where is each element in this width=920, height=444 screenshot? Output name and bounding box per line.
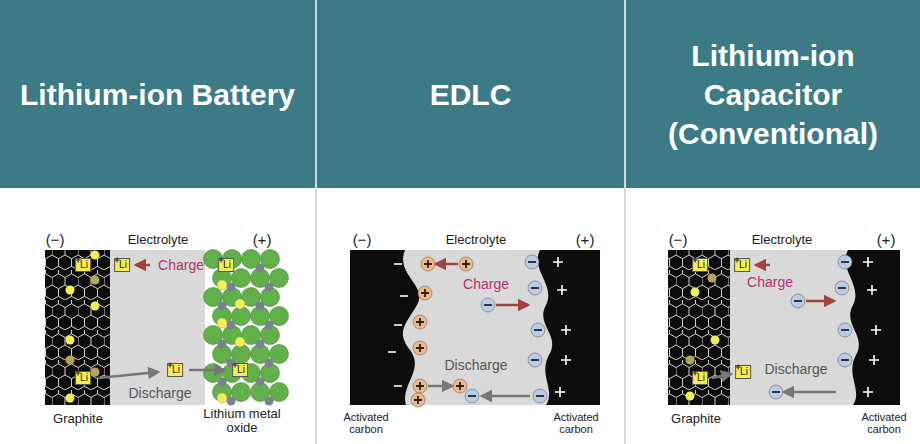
charge-arrow (806, 300, 834, 303)
electrode-label: Activated carbon (853, 411, 915, 435)
charge-label: Charge (747, 275, 793, 290)
edlc-cell (350, 250, 600, 405)
header-text: EDLC (420, 75, 522, 114)
discharge-arrow (98, 372, 158, 378)
lithium-ion: Li (75, 371, 91, 385)
terminal-sign: (+) (877, 232, 896, 249)
terminal-sign: (−) (669, 232, 688, 249)
ion-label: Li (172, 364, 180, 376)
lithium-ion: Li (232, 363, 248, 377)
ion-label: Li (80, 259, 88, 271)
terminal-sign: (+) (576, 232, 595, 249)
lithium-ion: Li (114, 258, 130, 272)
ion-label: Li (697, 372, 705, 384)
discharge-arrow (189, 369, 224, 372)
charge-arrow (436, 263, 458, 266)
terminal-sign: (−) (46, 232, 65, 249)
electrolyte-label: Electrolyte (128, 233, 189, 247)
ion-label: Li (739, 259, 747, 271)
electrode-label: Activated carbon (335, 411, 397, 435)
header-text: Lithium-ion Capacitor (Conventional) (626, 36, 920, 153)
electrolyte-label: Electrolyte (752, 233, 813, 247)
lithium-ion: Li (734, 258, 750, 272)
discharge-arrow (784, 391, 836, 394)
column-header: Lithium-ion Battery (0, 0, 315, 188)
electrode-label: Graphite (53, 412, 103, 426)
lic-cell (668, 250, 900, 405)
discharge-arrow (428, 385, 452, 388)
ion-label: Li (223, 259, 231, 271)
header-text: Lithium-ion Battery (10, 75, 305, 114)
discharge-label: Discharge (128, 386, 191, 401)
ion-label: Li (237, 364, 245, 376)
charge-arrow (496, 304, 528, 307)
charge-arrow (136, 264, 150, 267)
terminal-sign: (−) (353, 232, 372, 249)
lithium-ion: Li (218, 258, 234, 272)
electrode-label: Lithium metal oxide (202, 407, 282, 436)
discharge-arrow (712, 374, 731, 378)
electrode-label: Activated carbon (545, 411, 607, 435)
electrolyte-label: Electrolyte (446, 233, 507, 247)
lithium-ion: Li (167, 363, 183, 377)
charge-arrow (756, 264, 770, 267)
ion-label: Li (697, 259, 705, 271)
ion-label: Li (119, 259, 127, 271)
lithium-ion: Li (735, 365, 751, 379)
lithium-ion: Li (692, 258, 708, 272)
battery-cell (45, 250, 289, 406)
column-header: Lithium-ion Capacitor (Conventional) (626, 0, 920, 188)
charge-label: Charge (158, 258, 204, 273)
electrode-label: Graphite (671, 412, 721, 426)
ion-label: Li (80, 372, 88, 384)
lithium-ion: Li (75, 258, 91, 272)
terminal-sign: (+) (253, 232, 272, 249)
discharge-arrow (482, 395, 530, 398)
discharge-label: Discharge (444, 358, 507, 373)
lithium-ion: Li (692, 371, 708, 385)
charge-label: Charge (463, 277, 509, 292)
ion-label: Li (740, 366, 748, 378)
column-header: EDLC (317, 0, 624, 188)
discharge-label: Discharge (764, 362, 827, 377)
